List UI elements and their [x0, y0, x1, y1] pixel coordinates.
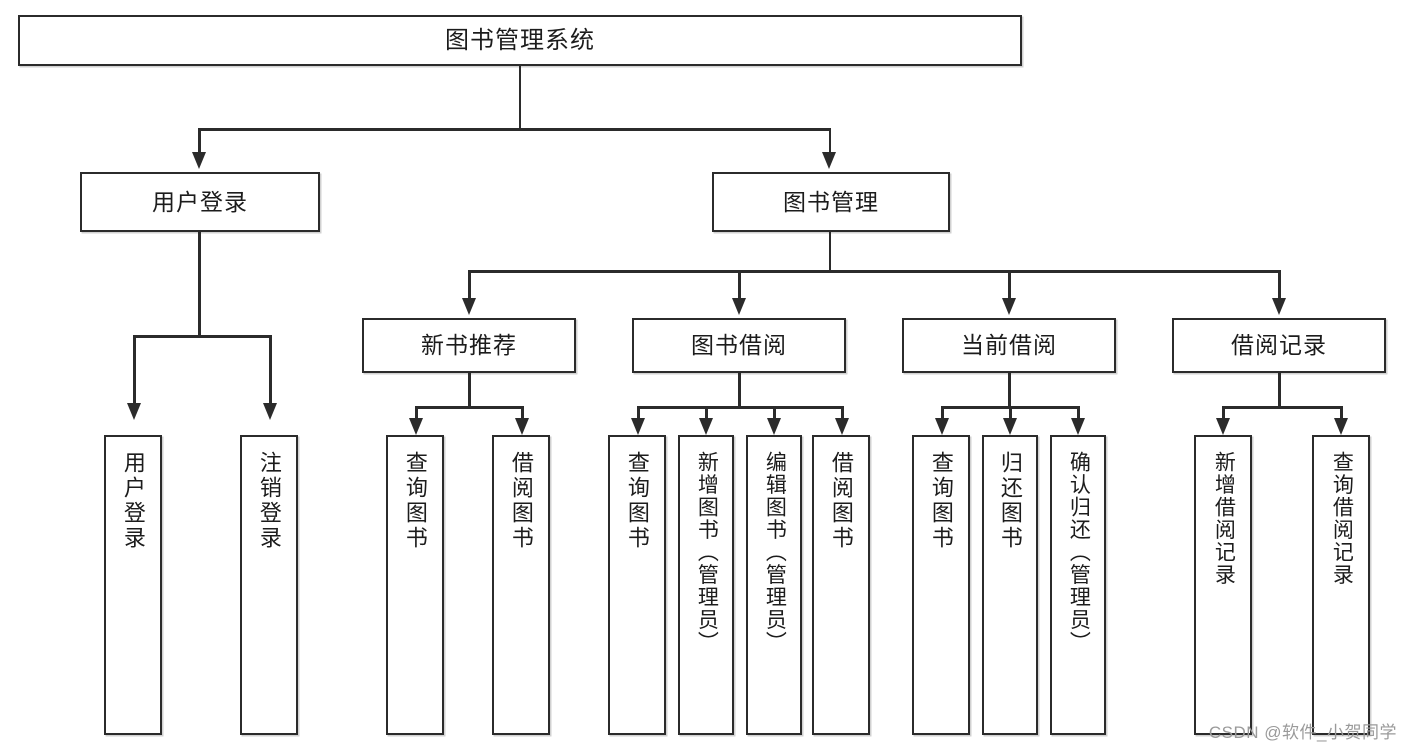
node-label: 新增图书（管理员）	[695, 451, 719, 654]
connector-to-book-manage	[828, 128, 831, 154]
connector-to-new-book	[468, 270, 471, 300]
node-label: 注销登录	[256, 451, 282, 551]
arrowhead-new-book-leaf-1	[514, 418, 529, 435]
connector-current-borrow-stem	[1008, 373, 1011, 406]
node-current-borrow[interactable]: 当前借阅	[902, 318, 1116, 373]
leaf-borrow-record-1[interactable]: 查询借阅记录	[1312, 435, 1370, 735]
connector-new-book-leaf-0	[415, 406, 418, 420]
arrowhead-book-borrow-leaf-1	[698, 418, 713, 435]
leaf-book-borrow-0[interactable]: 查询图书	[608, 435, 666, 735]
arrowhead-book-borrow-leaf-2	[766, 418, 781, 435]
node-root-system[interactable]: 图书管理系统	[18, 15, 1022, 66]
node-label: 查询图书	[402, 451, 428, 551]
connector-user-login-stem	[198, 232, 201, 335]
connector-root-stem	[518, 66, 521, 128]
leaf-new-book-1[interactable]: 借阅图书	[492, 435, 550, 735]
arrowhead-borrow-record-leaf-0	[1215, 418, 1230, 435]
connector-user-login-leaf-0	[133, 335, 136, 405]
connector-borrow-record-bus	[1222, 406, 1340, 409]
connector-to-current-borrow	[1008, 270, 1011, 300]
node-user-login[interactable]: 用户登录	[80, 172, 320, 232]
connector-to-user-login	[198, 128, 201, 154]
connector-book-manage-stem	[828, 232, 831, 270]
arrowhead-book-borrow	[731, 298, 746, 315]
node-label: 确认归还（管理员）	[1067, 451, 1091, 654]
node-new-book-recommend[interactable]: 新书推荐	[362, 318, 576, 373]
node-label: 图书管理系统	[445, 26, 595, 54]
node-label: 查询借阅记录	[1330, 451, 1354, 586]
arrowhead-user-login	[191, 152, 206, 169]
node-label: 借阅图书	[508, 451, 534, 551]
arrowhead-current-borrow	[1001, 298, 1016, 315]
connector-user-login-bus	[133, 335, 269, 338]
connector-current-borrow-leaf-1	[1009, 406, 1012, 420]
arrowhead-current-borrow-leaf-0	[934, 418, 949, 435]
connector-book-borrow-bus	[637, 406, 841, 409]
arrowhead-book-manage	[822, 152, 836, 169]
node-label: 新增借阅记录	[1212, 451, 1236, 586]
connector-level2-bus	[468, 270, 1280, 273]
node-book-manage[interactable]: 图书管理	[712, 172, 950, 232]
connector-book-borrow-stem	[738, 373, 741, 406]
leaf-borrow-record-0[interactable]: 新增借阅记录	[1194, 435, 1252, 735]
leaf-current-borrow-1[interactable]: 归还图书	[982, 435, 1038, 735]
connector-book-borrow-leaf-2	[773, 406, 776, 420]
node-label: 查询图书	[624, 451, 650, 551]
node-label: 新书推荐	[421, 332, 517, 359]
leaf-book-borrow-1[interactable]: 新增图书（管理员）	[678, 435, 734, 735]
node-label: 借阅记录	[1231, 332, 1327, 359]
connector-to-borrow-record	[1278, 270, 1281, 300]
watermark-text: CSDN @软件_小贺同学	[1208, 723, 1397, 742]
connector-user-login-leaf-1	[269, 335, 272, 405]
leaf-user-login-0[interactable]: 用户登录	[104, 435, 162, 735]
node-label: 用户登录	[152, 188, 248, 215]
node-label: 借阅图书	[828, 451, 854, 551]
connector-new-book-stem	[468, 373, 471, 406]
leaf-user-login-1[interactable]: 注销登录	[240, 435, 298, 735]
connector-borrow-record-leaf-0	[1222, 406, 1225, 420]
connector-to-book-borrow	[738, 270, 741, 300]
connector-current-borrow-leaf-2	[1077, 406, 1080, 420]
arrowhead-borrow-record	[1271, 298, 1286, 315]
connector-level1-bus	[198, 128, 830, 131]
node-label: 图书借阅	[691, 332, 787, 359]
connector-new-book-leaf-1	[521, 406, 524, 420]
connector-new-book-bus	[415, 406, 521, 409]
node-label: 图书管理	[783, 188, 879, 215]
node-label: 查询图书	[928, 451, 954, 551]
leaf-book-borrow-3[interactable]: 借阅图书	[812, 435, 870, 735]
arrowhead-book-borrow-leaf-3	[834, 418, 849, 435]
arrowhead-borrow-record-leaf-1	[1333, 418, 1348, 435]
arrowhead-current-borrow-leaf-1	[1002, 418, 1017, 435]
node-book-borrow[interactable]: 图书借阅	[632, 318, 846, 373]
arrowhead-user-login-leaf-0	[126, 403, 141, 420]
connector-book-borrow-leaf-0	[637, 406, 640, 420]
leaf-current-borrow-2[interactable]: 确认归还（管理员）	[1050, 435, 1106, 735]
node-borrow-record[interactable]: 借阅记录	[1172, 318, 1386, 373]
connector-book-borrow-leaf-1	[705, 406, 708, 420]
arrowhead-current-borrow-leaf-2	[1070, 418, 1085, 435]
arrowhead-book-borrow-leaf-0	[630, 418, 645, 435]
leaf-book-borrow-2[interactable]: 编辑图书（管理员）	[746, 435, 802, 735]
arrowhead-user-login-leaf-1	[262, 403, 277, 420]
connector-borrow-record-leaf-1	[1340, 406, 1343, 420]
node-label: 当前借阅	[961, 332, 1057, 359]
arrowhead-new-book	[461, 298, 476, 315]
connector-book-borrow-leaf-3	[841, 406, 844, 420]
node-label: 用户登录	[120, 451, 146, 551]
node-label: 归还图书	[997, 451, 1023, 551]
connector-borrow-record-stem	[1278, 373, 1281, 406]
leaf-current-borrow-0[interactable]: 查询图书	[912, 435, 970, 735]
arrowhead-new-book-leaf-0	[408, 418, 423, 435]
node-label: 编辑图书（管理员）	[763, 451, 787, 654]
leaf-new-book-0[interactable]: 查询图书	[386, 435, 444, 735]
connector-current-borrow-leaf-0	[941, 406, 944, 420]
